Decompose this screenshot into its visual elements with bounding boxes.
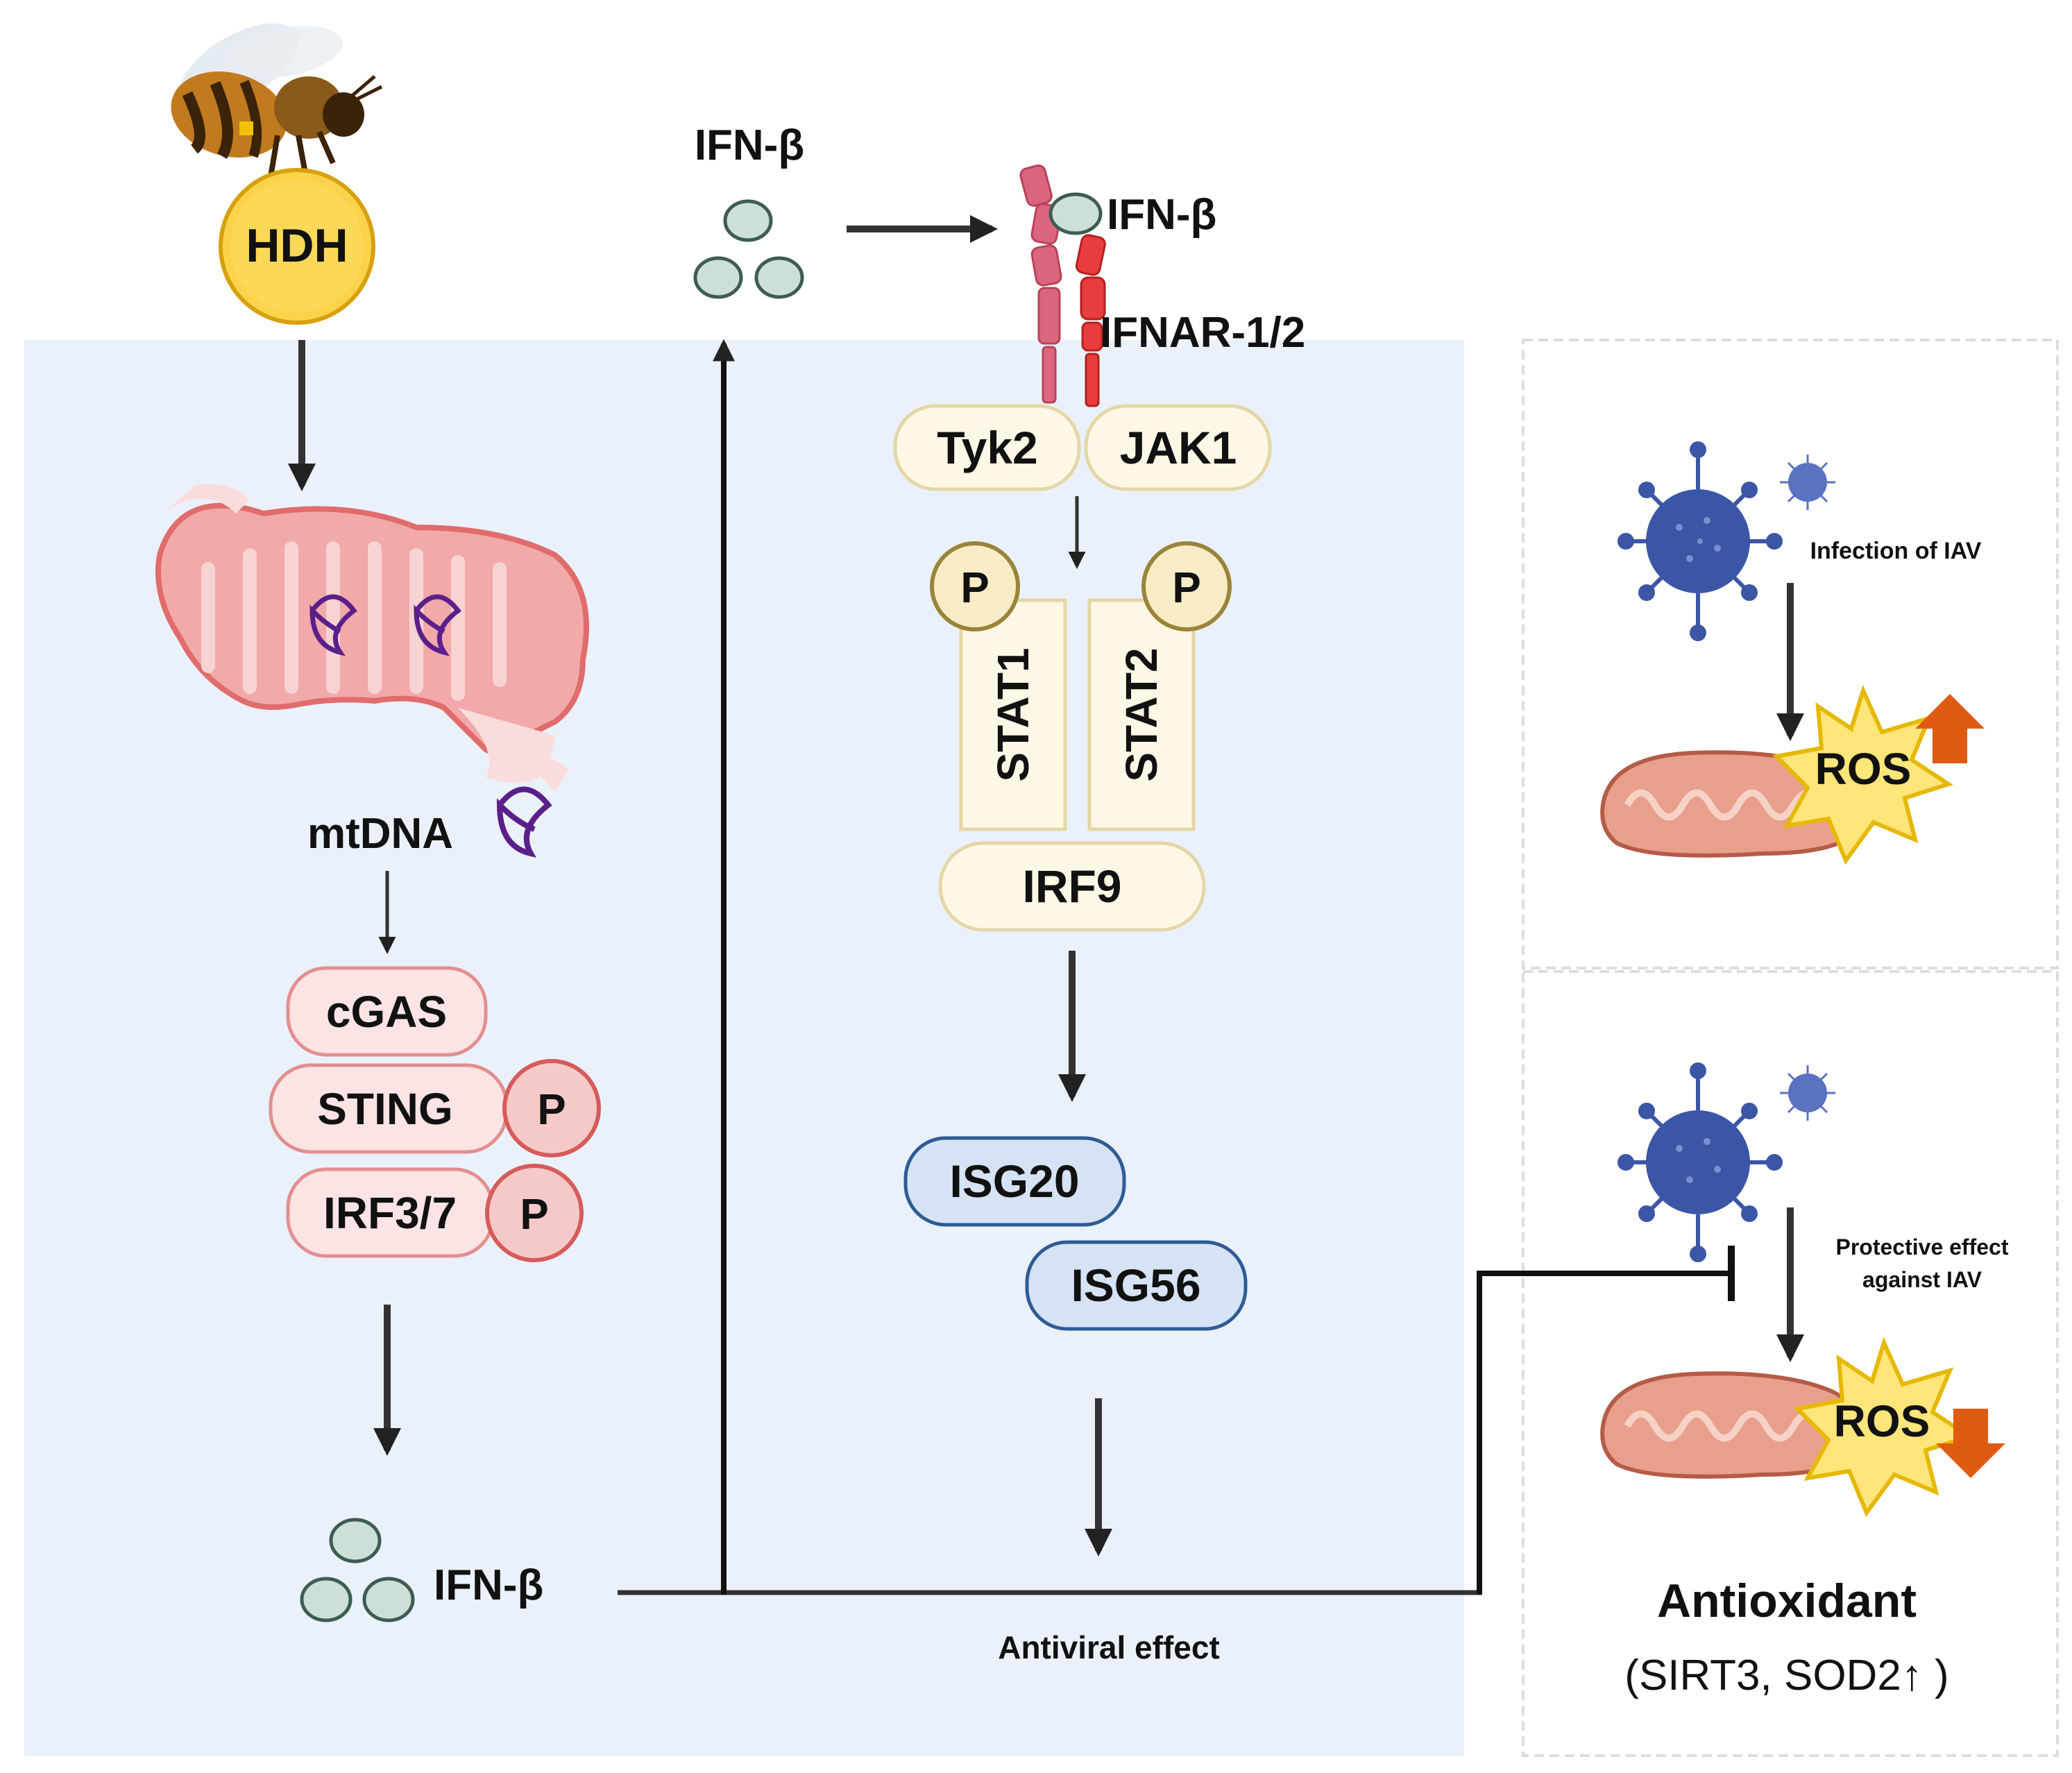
jak1-label: JAK1 [1120,422,1237,473]
isg20-box [903,1136,1126,1227]
cgas-box [286,966,488,1057]
tyk2-label: Tyk2 [937,422,1038,473]
iav-virus-icon-small [1780,455,1835,510]
stat1-phospho-circle [930,541,1020,631]
stat2-phospho-label: P [1172,564,1200,612]
honeybee-icon [171,23,383,178]
isg20-label: ISG20 [949,1155,1079,1207]
jak1-box [1084,404,1272,491]
sting-label: STING [317,1084,453,1134]
ros-label-bottom: ROS [1834,1396,1930,1446]
ifn-beta-particles-bottom [300,1518,415,1622]
irf9-box [938,841,1206,932]
stat2-label: STAT2 [1116,647,1166,781]
ros-decrease-arrow [1936,1409,2005,1478]
antioxidant-title: Antioxidant [1657,1575,1917,1627]
irf37-phospho-label: P [520,1191,548,1239]
ifn-beta-label-receptor: IFN-β [1107,191,1216,239]
cgas-label: cGAS [326,987,447,1037]
ros-label-top: ROS [1815,744,1912,794]
stat1-phospho-label: P [960,564,989,612]
hdh-label: HDH [246,219,348,272]
antioxidant-detail: (SIRT3, SOD2↑ ) [1624,1652,1948,1699]
irf37-phospho-circle [485,1164,584,1262]
iav-virus-icon-large-bottom [1617,1062,1783,1262]
ros-increase-arrow [1915,694,1985,763]
isg56-label: ISG56 [1071,1259,1200,1311]
ifn-beta-label-top: IFN-β [695,121,804,169]
infection-of-iav-label: Infection of IAV [1810,538,1982,564]
protective-effect-label-line2: against IAV [1862,1267,1982,1292]
protective-effect-label-line1: Protective effect [1836,1235,2009,1259]
stat2-box [1087,598,1196,831]
iav-virus-icon-small-bottom [1780,1065,1835,1121]
sting-phospho-label: P [537,1086,566,1134]
inhibition-line [1477,1271,1728,1595]
stat2-phospho-circle [1141,541,1232,631]
tyk2-box [893,404,1081,491]
mtdna-label: mtDNA [307,810,453,858]
ifn-beta-particles-top [693,199,804,299]
iav-virus-icon-large [1617,441,1783,641]
isg56-box [1025,1240,1248,1331]
stat1-box [959,598,1067,831]
irf9-label: IRF9 [1022,860,1121,912]
protective-effect-panel [1522,970,2059,1757]
ros-burst-top [1772,684,1953,865]
mitochondrion-icon [155,484,589,791]
ifnar-receptor-icon [1019,164,1106,407]
free-mtdna-icon [496,786,552,858]
ros-burst-bottom [1792,1337,1974,1518]
irf37-label: IRF3/7 [323,1188,457,1238]
sting-phospho-circle [502,1059,601,1157]
ifnar-label: IFNAR-1/2 [1100,309,1305,357]
stat1-label: STAT1 [988,647,1038,781]
ifn-beta-label-bottom: IFN-β [434,1561,543,1609]
antiviral-effect-label: Antiviral effect [998,1629,1220,1665]
